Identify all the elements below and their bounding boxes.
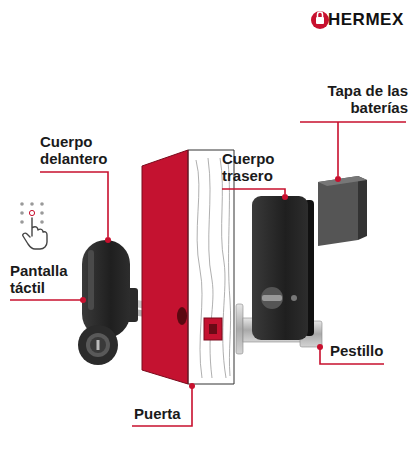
- leader-dots: [80, 176, 341, 389]
- part-label: Cuerpo trasero: [222, 150, 298, 184]
- part-label: Pestillo: [330, 342, 410, 359]
- touch-icon: [20, 202, 47, 249]
- part-label: Puerta: [134, 405, 194, 422]
- leader-lines: [10, 122, 406, 426]
- door: [142, 150, 234, 384]
- brand-logo: HERMEX: [328, 10, 412, 30]
- back-body: [252, 196, 314, 340]
- part-label: Cuerpo delantero: [40, 133, 122, 167]
- part-label: Pantalla táctil: [10, 262, 88, 296]
- logo-icon: [311, 11, 329, 29]
- front-body: [78, 240, 138, 365]
- part-label: Tapa de las baterías: [290, 82, 408, 116]
- battery-cover: [318, 176, 367, 246]
